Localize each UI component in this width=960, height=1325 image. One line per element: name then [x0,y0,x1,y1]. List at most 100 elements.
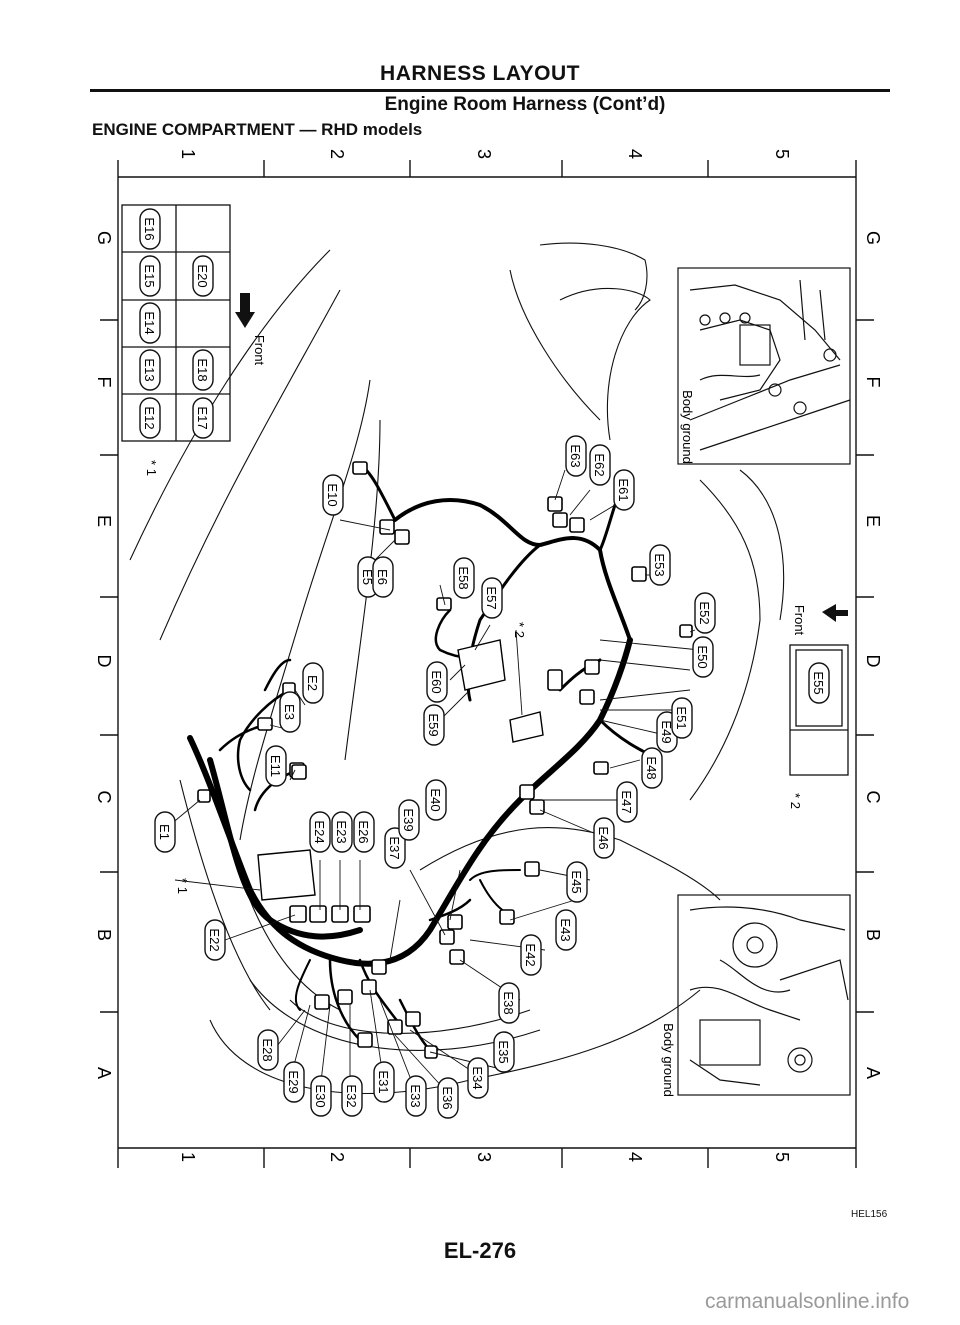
svg-text:E38: E38 [501,991,516,1014]
svg-text:E17: E17 [195,406,210,429]
section-title: ENGINE COMPARTMENT — RHD models [92,120,423,139]
connector-e3: E3 [279,691,301,733]
svg-text:E42: E42 [523,943,538,966]
relay-boxes [257,639,544,901]
svg-text:E55: E55 [811,671,826,694]
connector-block-star1 [121,204,231,442]
connector-e45: E45 [566,861,588,903]
inset-body-ground-top [677,267,851,465]
connector-e20: E20 [192,255,214,297]
connector-e38: E38 [498,982,520,1024]
connector-e60: E60 [426,661,448,703]
grid-row-label: G [863,231,883,245]
page-subtitle: Engine Room Harness (Cont’d) [384,94,666,115]
connector-e24: E24 [309,811,331,853]
connector-e47: E47 [616,781,638,823]
connector-e50: E50 [692,636,714,678]
note-star2: * 2 [512,622,527,638]
connector-e10: E10 [322,474,344,516]
connector-e42: E42 [520,934,542,976]
connector-e55: E55 [808,662,830,704]
connector-e34: E34 [467,1057,489,1099]
svg-text:E45: E45 [569,870,584,893]
connector-e32: E32 [341,1075,363,1117]
inset-body-ground-bottom [677,894,851,1096]
grid-row-label: G [94,231,114,245]
grid-column-label: 1 [178,1152,198,1162]
connector-e26: E26 [353,811,375,853]
grid-row-label: A [863,1067,883,1079]
note-body-ground: Body ground [661,1023,676,1097]
svg-text:E5: E5 [360,569,375,585]
svg-text:E2: E2 [305,675,320,691]
svg-text:E11: E11 [268,755,283,777]
svg-text:E10: E10 [325,483,340,506]
connector-e31: E31 [373,1061,395,1103]
connector-e2: E2 [302,662,324,704]
connector-e22: E22 [204,919,226,961]
connector-e33: E33 [405,1075,427,1117]
svg-text:E13: E13 [142,358,157,381]
note-star1: * 1 [175,878,190,894]
svg-text:E49: E49 [659,720,674,743]
grid-row-label: B [863,929,883,941]
svg-text:E26: E26 [356,820,371,843]
svg-text:E23: E23 [334,820,349,843]
svg-text:E46: E46 [596,826,611,849]
connector-e23: E23 [331,811,353,853]
grid-row-label: E [94,515,114,527]
svg-text:E30: E30 [313,1084,328,1107]
connector-e36: E36 [437,1077,459,1119]
svg-text:E53: E53 [652,553,667,576]
connector-e14: E14 [139,302,161,344]
grid-column-label: 3 [474,149,494,159]
connector-e28: E28 [257,1029,279,1071]
svg-text:E62: E62 [592,453,607,476]
connector-e59: E59 [423,704,445,746]
connector-e30: E30 [310,1075,332,1117]
grid-column-label: 4 [625,149,645,159]
grid-row-label: F [94,377,114,388]
connector-e17: E17 [192,397,214,439]
svg-text:E60: E60 [429,670,444,693]
grid-column-label: 2 [327,149,347,159]
svg-text:E59: E59 [426,713,441,736]
svg-text:E58: E58 [456,566,471,589]
note-front: Front [792,605,807,636]
connector-e1: E1 [154,811,176,853]
svg-text:E50: E50 [695,645,710,668]
connector-e62: E62 [589,444,611,486]
note-star2: * 2 [788,793,803,809]
svg-text:E51: E51 [674,706,689,729]
svg-text:E29: E29 [286,1070,301,1093]
connector-e12: E12 [139,397,161,439]
svg-text:E57: E57 [484,586,499,609]
connector-e29: E29 [283,1061,305,1103]
svg-text:E20: E20 [195,264,210,287]
svg-text:E31: E31 [376,1070,391,1093]
wire-harness [187,463,662,1052]
grid-column-label: 5 [772,1152,792,1162]
connector-e52: E52 [694,592,716,634]
connector-e57: E57 [481,577,503,619]
svg-text:E14: E14 [142,311,157,334]
connector-e39: E39 [398,799,420,841]
svg-text:E16: E16 [142,217,157,240]
connector-e37: E37 [384,827,406,869]
connector-e40: E40 [425,779,447,821]
watermark: carmanualsonline.info [705,1290,910,1313]
grid-row-label: F [863,377,883,388]
connector-e11: E11 [265,745,287,787]
connector-e43: E43 [555,909,577,951]
svg-text:E63: E63 [568,444,583,467]
grid-row-label: D [94,655,114,668]
svg-text:E6: E6 [375,569,390,585]
svg-text:E12: E12 [142,406,157,429]
svg-text:E52: E52 [697,601,712,624]
grid-column-label: 3 [474,1152,494,1162]
svg-text:E18: E18 [195,358,210,381]
svg-text:E40: E40 [428,788,443,811]
svg-text:E39: E39 [401,808,416,831]
grid-row-label: E [863,515,883,527]
grid-row-label: C [863,791,883,804]
